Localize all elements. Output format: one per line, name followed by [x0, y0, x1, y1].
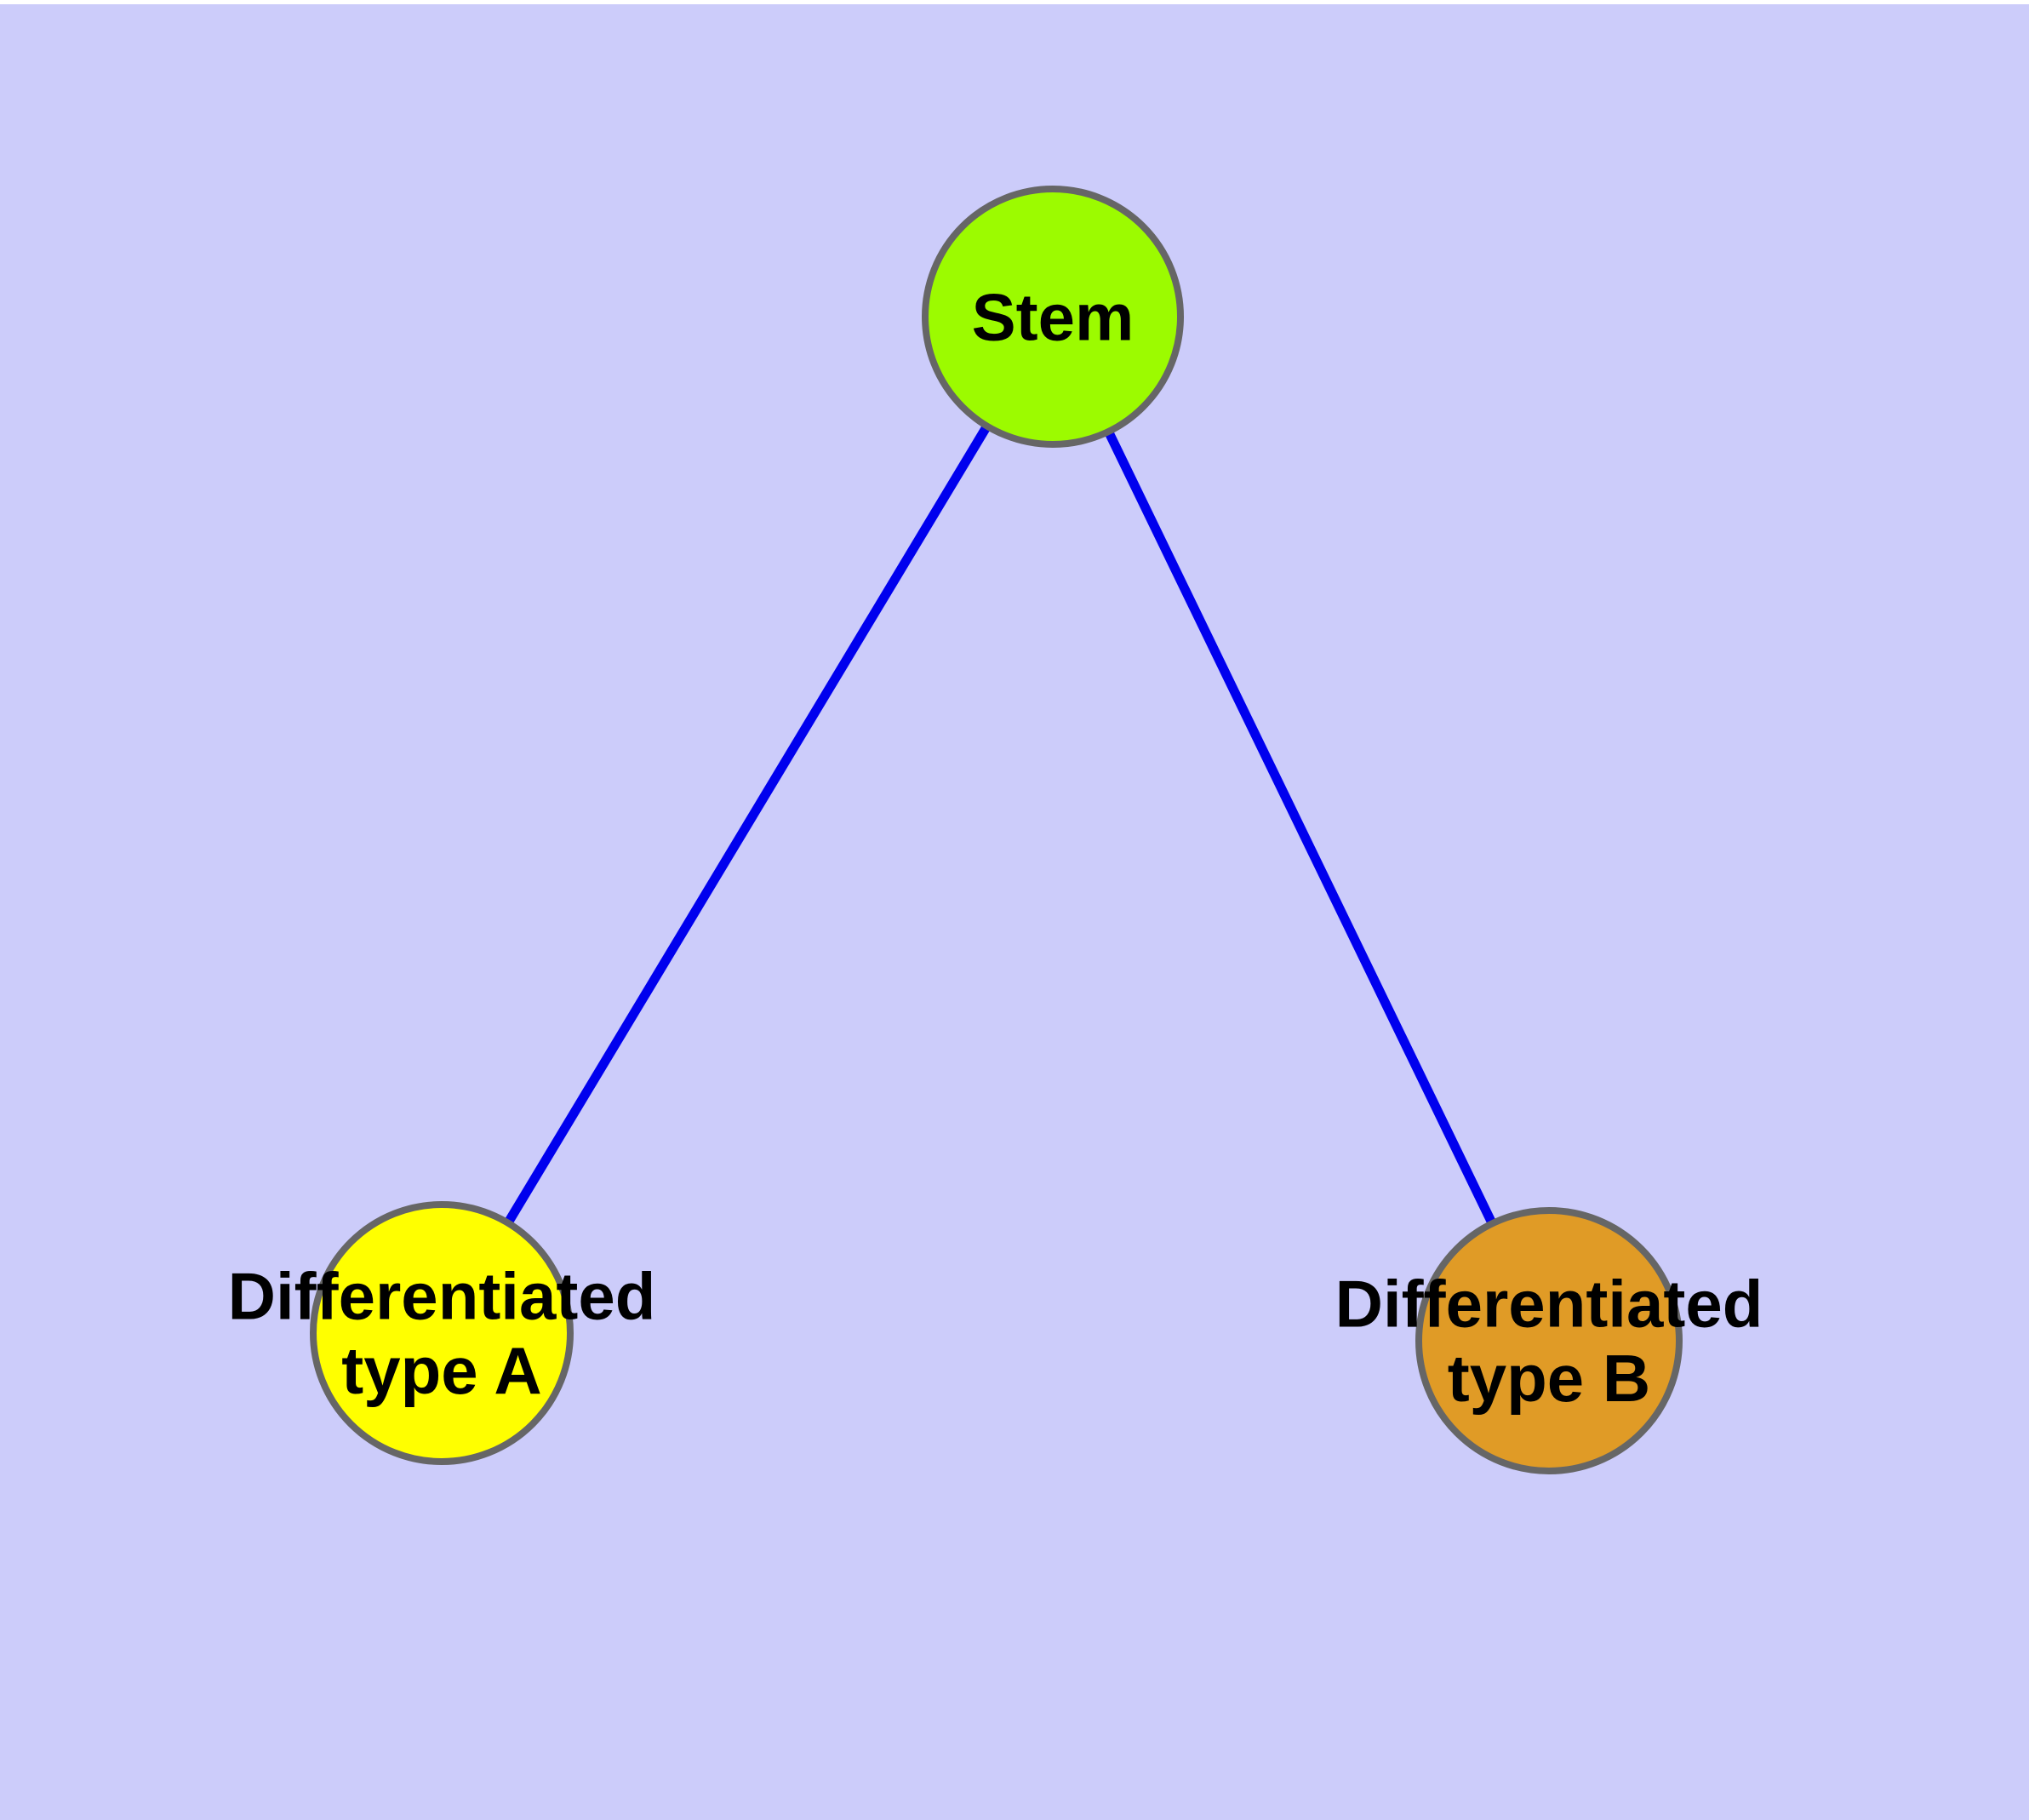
nodes-layer [310, 186, 1683, 1474]
node-label-line: type A [341, 1333, 542, 1408]
node-label-line: type B [1448, 1341, 1650, 1416]
node-circle-stem[interactable] [922, 186, 1184, 448]
edges-layer [505, 425, 1496, 1224]
node-label-stem: Stem [972, 279, 1135, 354]
node-label-line: Differentiated [1335, 1267, 1763, 1342]
edge-stem-to-diff-b[interactable] [1105, 431, 1496, 1224]
node-label-line: Differentiated [228, 1259, 656, 1334]
node-circle-diff-b[interactable] [1415, 1207, 1683, 1474]
node-label-line: Stem [972, 279, 1135, 354]
edge-stem-to-diff-a[interactable] [505, 425, 991, 1224]
node-circle-diff-a[interactable] [310, 1201, 574, 1465]
